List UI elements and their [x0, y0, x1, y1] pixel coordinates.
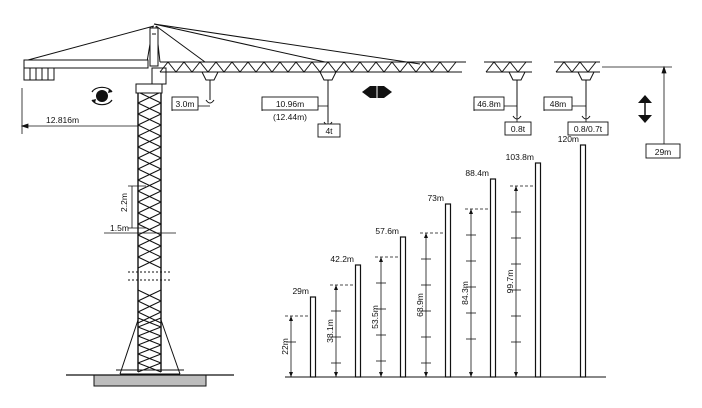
foundation: [93, 374, 207, 387]
hook-height-dimension: 99.7m: [505, 185, 535, 377]
height-top-label: 29m: [292, 286, 309, 296]
jib-tip-a: [484, 61, 532, 73]
height-bar: [489, 178, 497, 378]
height-column: 29m 22m: [280, 286, 317, 378]
jib-load-2-box: [567, 121, 609, 136]
hook-height-dimension: 53.5m: [370, 256, 400, 377]
counterweight: [23, 67, 55, 81]
operator-cab: [151, 67, 167, 85]
mid-load-label: 4t: [325, 126, 333, 136]
jib-radius-1-box: [473, 96, 505, 111]
hook-height-dimension: 22m: [280, 315, 310, 377]
section-width-label: 1.5m: [110, 223, 129, 233]
hook-height-label: 84.3m: [460, 281, 470, 305]
trolley-hook-10m: [319, 71, 337, 126]
height-top-label: 120m: [558, 134, 579, 144]
trolley-hook-48m: [577, 71, 595, 120]
hoist-up-down-icon: [638, 95, 652, 123]
hook-height-label: 38.1m: [325, 319, 335, 343]
hook-height-label: 99.7m: [505, 270, 515, 294]
mid-radius-box: [261, 96, 319, 111]
height-columns: 29m22m42.2m38.1m57.6m53.5m73m68.9m88.4m8…: [280, 134, 606, 378]
crane-labels: 12.816m 2.2m 1.5m 3.0m 10.96m (12.44m) 4…: [46, 99, 671, 233]
height-top-label: 103.8m: [506, 152, 534, 162]
rotation-icon: [91, 86, 113, 106]
free-height-box: [645, 143, 681, 159]
jib-load-2-label: 0.8/0.7t: [574, 124, 603, 134]
jib-radius-2-box: [543, 96, 573, 111]
tail-radius-label: 12.816m: [46, 115, 79, 125]
jib-radius-1-label: 46.8m: [477, 99, 501, 109]
height-bar: [444, 203, 452, 378]
crane-structure: [23, 23, 600, 387]
tower-head: [146, 25, 161, 67]
height-bar: [534, 162, 542, 378]
mid-radius-label: 10.96m: [276, 99, 304, 109]
height-column: 120m: [558, 134, 587, 378]
mid-radius-alt-label: (12.44m): [273, 112, 307, 122]
hook-height-dimension: 38.1m: [325, 284, 355, 377]
jib-load-1-label: 0.8t: [511, 124, 526, 134]
height-column: 73m 68.9m: [415, 193, 452, 378]
mast-break-marks: [128, 271, 172, 281]
hook-height-label: 53.5m: [370, 305, 380, 329]
height-bar: [309, 296, 317, 378]
height-bar: [579, 144, 587, 378]
height-bar: [399, 236, 407, 378]
jib-radius-2-label: 48m: [550, 99, 567, 109]
base-struts: [116, 319, 184, 375]
min-radius-label: 3.0m: [176, 99, 195, 109]
hook-height-label: 68.9m: [415, 293, 425, 317]
counter-jib: [23, 59, 149, 81]
height-top-label: 42.2m: [330, 254, 354, 264]
mast-lattice: [137, 91, 162, 373]
height-column: 57.6m 53.5m: [370, 226, 407, 378]
height-top-label: 73m: [427, 193, 444, 203]
mid-load-box: [317, 123, 341, 138]
height-column: 88.4m 84.3m: [460, 168, 497, 378]
crane-dimensions: [20, 65, 672, 234]
hook-height-dimension: 68.9m: [415, 232, 445, 377]
min-radius-box: [171, 96, 199, 111]
jib-load-1-box: [504, 121, 532, 136]
trolley-hook-46m: [508, 71, 526, 120]
height-column: 103.8m 99.7m: [505, 152, 542, 378]
trolley-travel-icon: [362, 86, 392, 98]
height-column: 42.2m 38.1m: [325, 254, 362, 378]
jib-lattice: [159, 61, 457, 73]
section-height-label: 2.2m: [119, 193, 129, 212]
jib-tip-b: [554, 61, 600, 73]
trolley-hook-3m: [201, 71, 219, 104]
jib-ties: [27, 23, 421, 65]
height-top-label: 88.4m: [465, 168, 489, 178]
free-height-label: 29m: [655, 147, 672, 157]
height-bar: [354, 264, 362, 378]
slewing-unit: [135, 83, 163, 94]
hook-height-label: 22m: [280, 338, 290, 355]
label-boxes: [171, 96, 681, 159]
height-top-label: 57.6m: [375, 226, 399, 236]
hook-height-dimension: 84.3m: [460, 208, 490, 377]
